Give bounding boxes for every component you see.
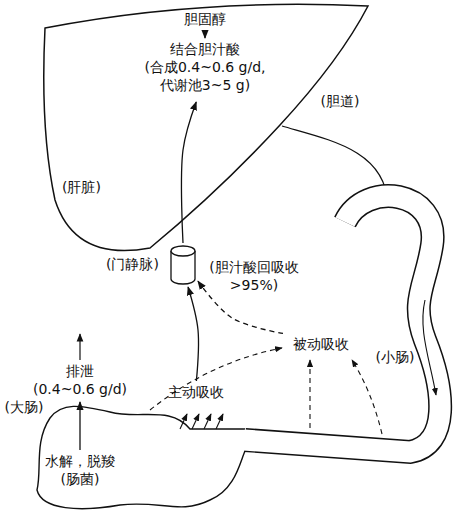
- liver-outline: [44, 4, 368, 250]
- flow-arrow: [204, 32, 205, 38]
- active-arrow: [216, 414, 223, 429]
- process-text: 被动吸收: [285, 335, 357, 355]
- process-text: 主动吸收: [160, 383, 232, 403]
- active-arrow: [204, 414, 211, 429]
- node-text: 胆固醇: [175, 10, 235, 28]
- liver-outline: [40, 0, 375, 255]
- node-text: 被动吸收: [285, 335, 357, 353]
- small-intestine-wall: [245, 196, 440, 452]
- product-text: 结合胆汁酸(合成0.4~0.6 g/d, 代谢池3~5 g): [135, 40, 275, 100]
- flow-arrow: [188, 287, 198, 381]
- flow-arrow: [181, 102, 196, 243]
- organ-label: (小肠): [370, 348, 420, 366]
- small-intestine-lumen: [244, 196, 440, 452]
- active-arrow: [180, 414, 187, 429]
- portal-vein: (门静脉): [170, 245, 196, 285]
- organ-label: (肝脏): [62, 178, 101, 196]
- node-text: (0.4~0.6 g/d): [30, 380, 130, 398]
- organ-label: (门静脉): [106, 255, 159, 273]
- passive-arrow: [150, 348, 282, 410]
- node-text: 排泄: [30, 362, 130, 380]
- organ-label: (胆道): [310, 92, 370, 110]
- passive-arrow: [352, 360, 382, 434]
- flow-arrow: [79, 402, 80, 450]
- excretion-arrow: [79, 334, 80, 360]
- flow-arrow: [198, 281, 283, 333]
- node-text: (肠菌): [30, 470, 130, 488]
- note-label: (胆汁酸回吸收 >95%): [198, 258, 310, 294]
- node-text: 主动吸收: [160, 383, 232, 401]
- source-text: 胆固醇: [175, 10, 235, 30]
- node-text: 结合胆汁酸: [135, 40, 275, 58]
- vein-cylinder: [170, 245, 196, 285]
- active-arrow: [192, 414, 199, 429]
- vein-cylinder: [171, 246, 195, 256]
- organ-label: (大肠): [0, 398, 48, 416]
- process-text: 排泄(0.4~0.6 g/d): [30, 362, 130, 400]
- node-text: 水解，脱羧: [30, 452, 130, 470]
- passive-arrow: [309, 360, 310, 428]
- process-text: 水解，脱羧(肠菌): [30, 452, 130, 490]
- node-text: (合成0.4~0.6 g/d, 代谢池3~5 g): [135, 58, 275, 94]
- liver-organ: (肝脏) 胆固醇结合胆汁酸(合成0.4~0.6 g/d, 代谢池3~5 g): [40, 0, 375, 255]
- flow-arrow: [423, 300, 436, 395]
